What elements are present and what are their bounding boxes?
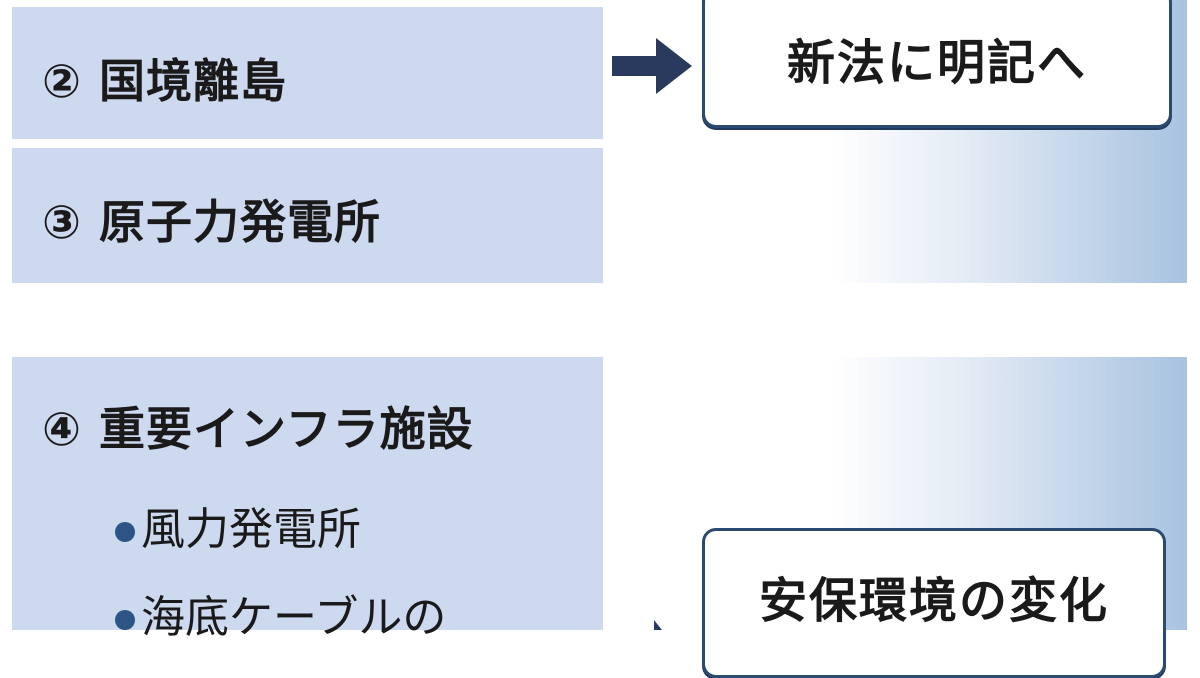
category-label: ③ 原子力発電所 bbox=[42, 195, 381, 249]
outcome-label: 新法に明記へ bbox=[786, 35, 1087, 91]
category-panel-border-islands: ② 国境離島 bbox=[12, 7, 603, 139]
sub-item: 海底ケーブルの bbox=[115, 581, 446, 645]
outcome-box-new-law: 新法に明記へ bbox=[702, 0, 1172, 128]
arrow-right-icon bbox=[654, 620, 662, 630]
category-label: ④ 重要インフラ施設 bbox=[42, 402, 474, 456]
bullet-icon bbox=[115, 522, 135, 542]
bullet-icon bbox=[115, 610, 135, 630]
category-label: ② 国境離島 bbox=[42, 54, 287, 108]
category-panel-nuclear: ③ 原子力発電所 bbox=[12, 148, 603, 283]
category-panel-infrastructure: ④ 重要インフラ施設 風力発電所 海底ケーブルの bbox=[12, 357, 603, 643]
sub-item-label: 風力発電所 bbox=[141, 504, 361, 555]
sub-item-label: 海底ケーブルの bbox=[141, 592, 447, 643]
outcome-label: 安保環境の変化 bbox=[758, 573, 1109, 629]
outcome-box-security-change: 安保環境の変化 bbox=[702, 528, 1166, 678]
sub-item: 風力発電所 bbox=[115, 493, 361, 557]
arrow-right-icon bbox=[612, 38, 692, 94]
